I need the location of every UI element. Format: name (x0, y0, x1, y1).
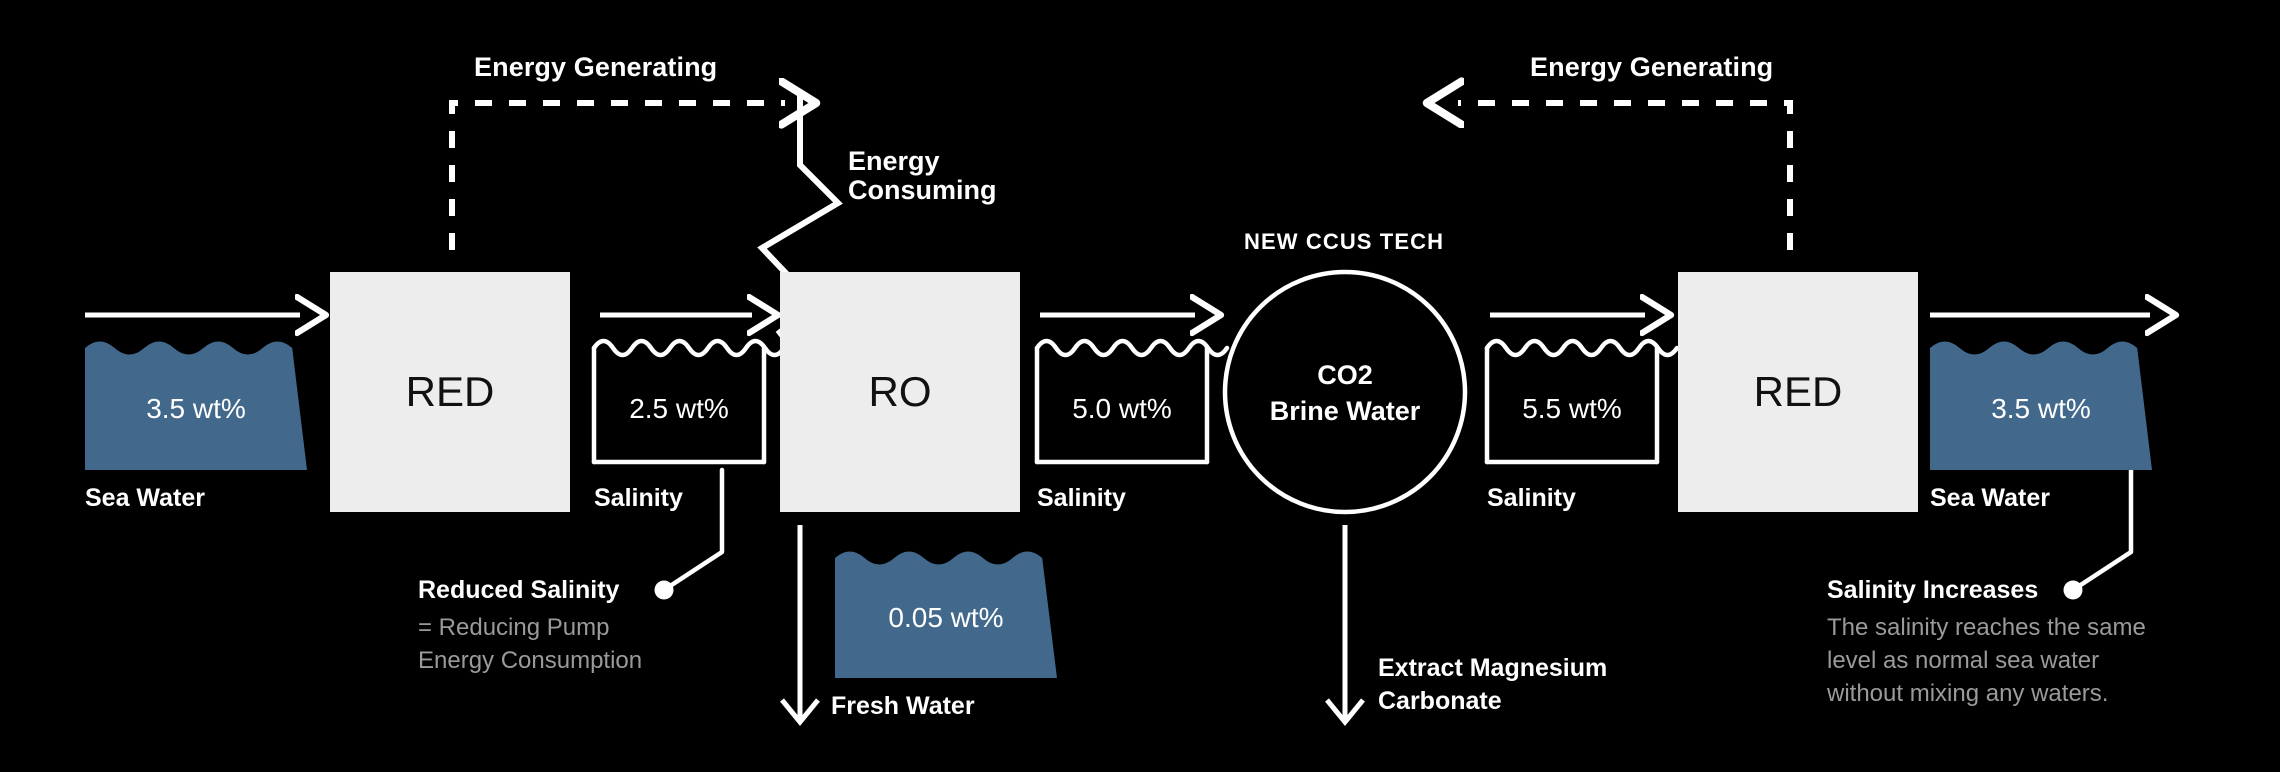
salinity-2-caption: Salinity (1037, 484, 1126, 512)
callout-salinity-increases-title: Salinity Increases (1827, 576, 2039, 604)
energy-path-left (449, 103, 785, 250)
callout-reduced-salinity-line1: = Reducing Pump (418, 614, 610, 641)
salinity-2-value: 5.0 wt% (1072, 393, 1172, 424)
leader-line-salinity-increases (2070, 467, 2134, 593)
callout-reduced-salinity-line2: Energy Consumption (418, 647, 643, 674)
salinity-box-1-outline (591, 338, 787, 465)
salinity-3-caption: Salinity (1487, 484, 1576, 512)
ccus-tech-label: NEW CCUS TECH (1244, 229, 1445, 254)
energy-generating-left-label: Energy Generating (474, 52, 718, 82)
extract-magnesium-line2: Carbonate (1378, 687, 1502, 715)
sea-water-in-value: 3.5 wt% (146, 393, 246, 424)
unit-ro[interactable]: RO (780, 272, 1020, 512)
callout-salinity-increases-line2: level as normal sea water (1827, 647, 2100, 674)
callout-salinity-increases-line1: The salinity reaches the same (1827, 614, 2146, 641)
fresh-water-arrow-head (780, 698, 820, 726)
leader-dot-reduced-salinity (654, 580, 674, 600)
salinity-1-caption: Salinity (594, 484, 683, 512)
energy-path-right (1458, 103, 1793, 250)
salinity-box-2-outline (1034, 338, 1230, 465)
leader-line-reduced-salinity (661, 467, 725, 593)
ccus-circle-line2: Brine Water (1269, 396, 1421, 426)
sea-water-out-value: 3.5 wt% (1991, 393, 2091, 424)
unit-ro-label: RO (868, 368, 932, 415)
extract-magnesium-line1: Extract Magnesium (1378, 654, 1608, 682)
sea-water-in-caption: Sea Water (85, 484, 205, 512)
fresh-water-body (835, 551, 1057, 678)
energy-consuming-line2: Consuming (848, 175, 997, 205)
unit-red-right-label: RED (1753, 368, 1843, 415)
sea-water-out-body (1930, 341, 2152, 470)
magnesium-arrow-head (1325, 698, 1365, 726)
sea-water-in-body (85, 341, 307, 470)
callout-salinity-increases-line3: without mixing any waters. (1827, 680, 2109, 707)
unit-red-left-label: RED (405, 368, 495, 415)
leader-dot-salinity-increases (2063, 580, 2083, 600)
fresh-water-caption: Fresh Water (831, 692, 975, 720)
unit-red-right[interactable]: RED (1678, 272, 1918, 512)
salinity-1-value: 2.5 wt% (629, 393, 729, 424)
ccus-circle-line1: CO2 (1317, 360, 1373, 390)
unit-red-left[interactable]: RED (330, 272, 570, 512)
salinity-3-value: 5.5 wt% (1522, 393, 1622, 424)
ccus-circle (1222, 269, 1468, 515)
energy-generating-right-label: Energy Generating (1530, 52, 1774, 82)
fresh-water-value: 0.05 wt% (888, 602, 1004, 633)
salinity-box-3-outline (1484, 338, 1680, 465)
sea-water-out-caption: Sea Water (1930, 484, 2050, 512)
energy-consuming-line1: Energy (848, 146, 940, 176)
callout-reduced-salinity-title: Reduced Salinity (418, 576, 620, 604)
